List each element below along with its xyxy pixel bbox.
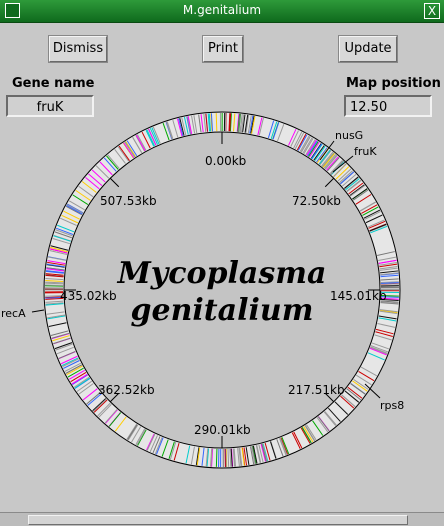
tick-label: 435.02kb: [60, 289, 117, 303]
callout-fruk[interactable]: fruK: [354, 145, 377, 158]
gene-mark[interactable]: [216, 113, 217, 131]
tick-label: 290.01kb: [194, 423, 251, 437]
gene-mark[interactable]: [216, 449, 217, 467]
gene-mark[interactable]: [45, 283, 63, 284]
tick-label: 217.51kb: [288, 383, 345, 397]
organism-name-line2: genitalium: [131, 293, 314, 328]
tick-label: 362.52kb: [98, 383, 155, 397]
tick-label: 145.01kb: [330, 289, 387, 303]
callout-rps8[interactable]: rps8: [380, 399, 404, 412]
tick-label: 72.50kb: [292, 194, 341, 208]
gene-mark[interactable]: [45, 285, 63, 286]
horizontal-scrollbar[interactable]: [0, 512, 444, 526]
tick-label: 0.00kb: [205, 154, 246, 168]
callout-reca[interactable]: recA: [1, 307, 26, 320]
gene-mark[interactable]: [228, 449, 229, 467]
scrollbar-thumb[interactable]: [28, 515, 408, 525]
tick-label: 507.53kb: [100, 194, 157, 208]
organism-name-line1: Mycoplasma: [117, 256, 327, 291]
callout-nusg[interactable]: nusG: [335, 129, 363, 142]
callout-line: [32, 310, 44, 312]
